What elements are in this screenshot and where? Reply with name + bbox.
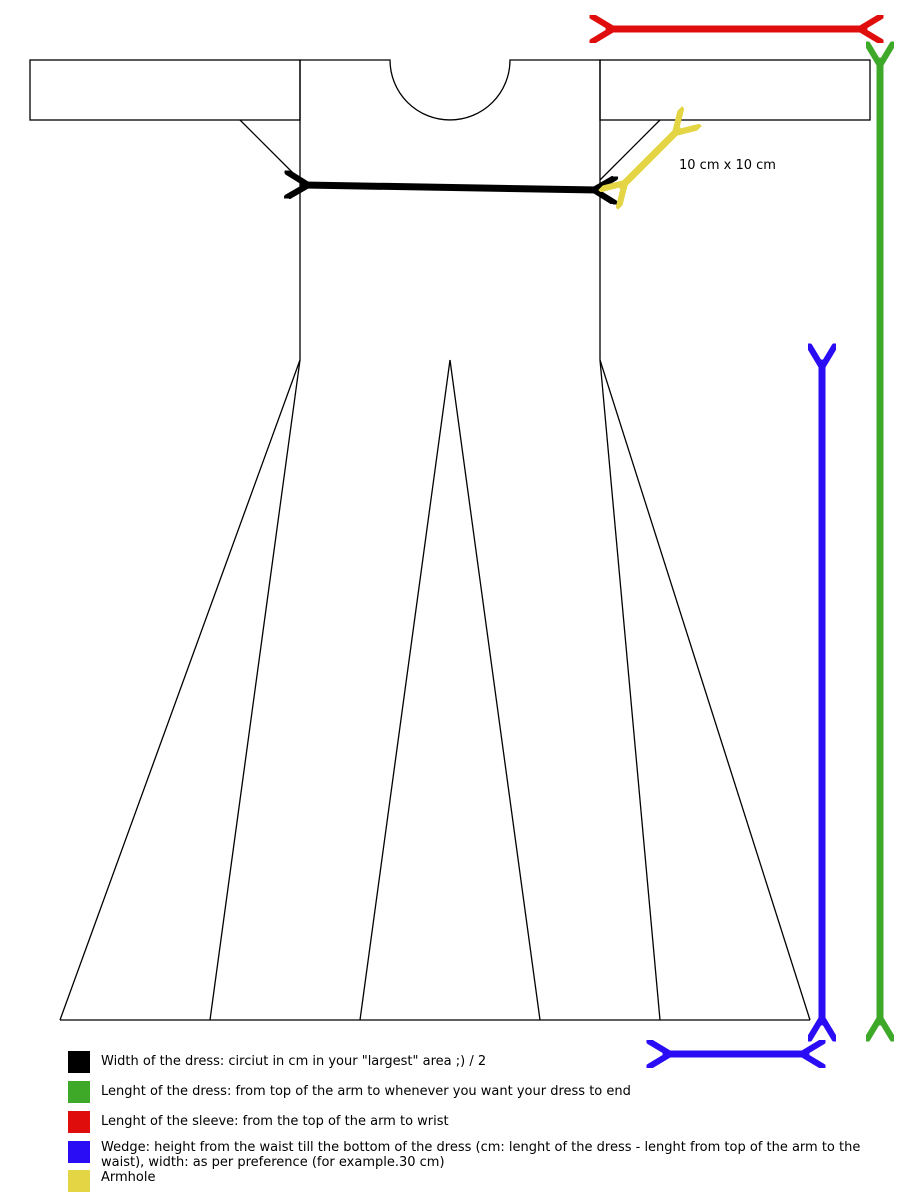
left-gusset-line <box>239 119 301 181</box>
legend-item-width: Width of the dress: circiut in cm in you… <box>68 1050 898 1080</box>
legend-swatch-wedge <box>68 1141 90 1163</box>
left-sleeve <box>29 59 301 121</box>
armhole-arrow <box>622 130 678 186</box>
center-wedge-left <box>359 359 451 1021</box>
legend-label-width: Width of the dress: circiut in cm in you… <box>101 1054 487 1069</box>
width-arrow <box>304 185 598 190</box>
legend-item-wedge: Wedge: height from the waist till the bo… <box>68 1140 898 1170</box>
center-wedge-right <box>449 359 541 1021</box>
left-outer-hem-edge <box>59 359 301 1021</box>
legend: Width of the dress: circiut in cm in you… <box>68 1050 898 1192</box>
legend-swatch-length <box>68 1081 90 1103</box>
legend-swatch-armhole <box>68 1170 90 1192</box>
armhole-size-label: 10 cm x 10 cm <box>679 158 776 173</box>
bodice-with-neckline <box>299 59 601 360</box>
legend-swatch-width <box>68 1051 90 1073</box>
legend-item-armhole: Armhole <box>68 1170 898 1192</box>
legend-swatch-sleeve <box>68 1111 90 1133</box>
right-gusset-line <box>599 119 661 181</box>
legend-label-sleeve: Lenght of the sleeve: from the top of th… <box>101 1114 449 1129</box>
legend-label-length: Lenght of the dress: from top of the arm… <box>101 1084 631 1099</box>
dress-outline <box>29 59 871 1021</box>
right-sleeve <box>599 59 871 121</box>
legend-label-armhole: Armhole <box>101 1170 156 1185</box>
legend-item-length: Lenght of the dress: from top of the arm… <box>68 1080 898 1110</box>
right-outer-hem-edge <box>599 359 811 1021</box>
left-panel-edge <box>209 359 301 1021</box>
legend-label-wedge: Wedge: height from the waist till the bo… <box>101 1140 861 1170</box>
right-panel-edge <box>599 359 661 1021</box>
legend-item-sleeve: Lenght of the sleeve: from the top of th… <box>68 1110 898 1140</box>
